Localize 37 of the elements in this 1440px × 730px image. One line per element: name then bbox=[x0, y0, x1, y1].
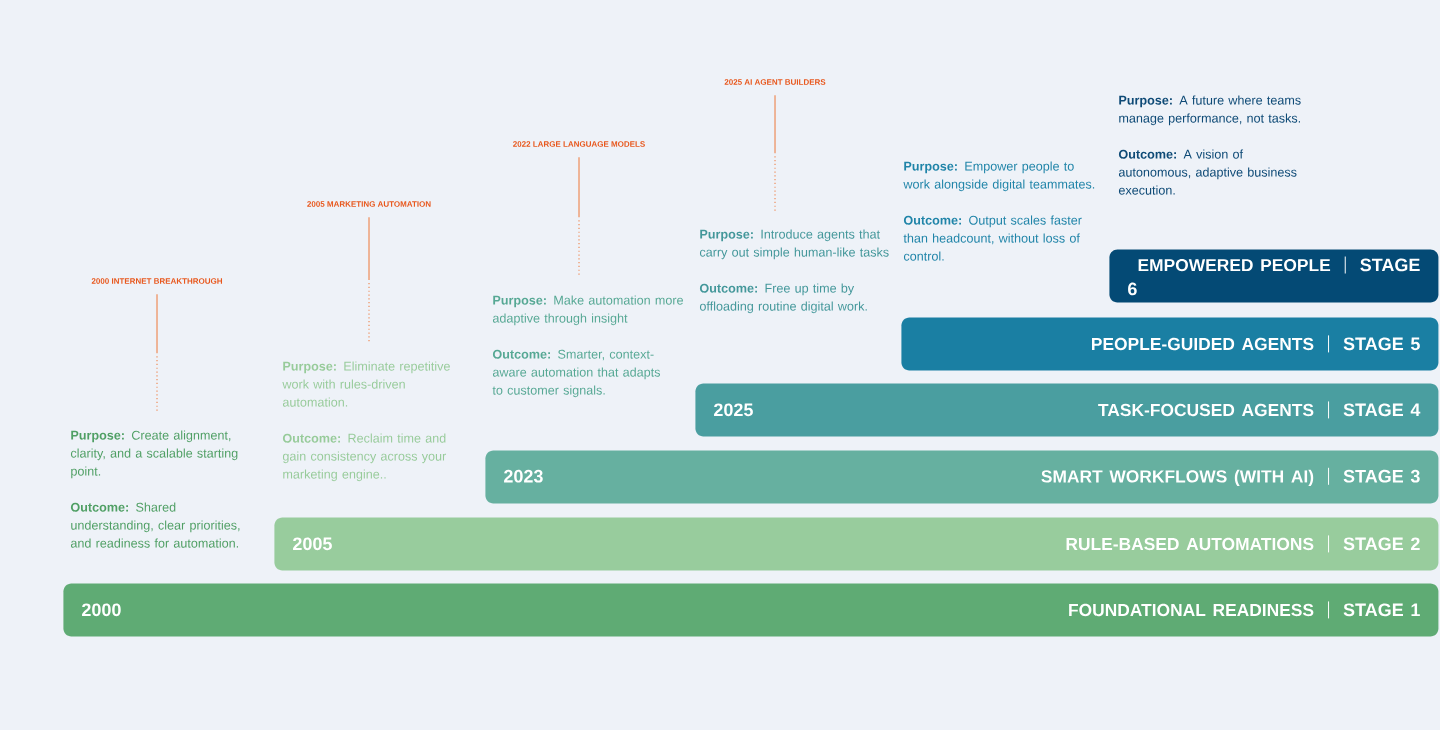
purpose-text: Purpose: Eliminate repetitive work with rules-driven automation. bbox=[282, 361, 450, 407]
purpose-text: Purpose: A future where teams manage performance, not tasks. bbox=[1119, 95, 1301, 126]
stage-name: SMART WORKFLOWS (WITH AI) bbox=[1041, 469, 1314, 486]
purpose-text: Purpose: Introduce agents that carry out simple human-like tasks bbox=[699, 229, 889, 260]
purpose-text: Purpose: Create alignment, clarity, and a scalable starting point. bbox=[70, 430, 238, 479]
stage-number: STAGE 3 bbox=[1343, 469, 1420, 483]
stage-number: STAGE 5 bbox=[1343, 337, 1420, 351]
outcome-text: Outcome: Smarter, context-aware automation that adapts to customer signals. bbox=[492, 349, 660, 398]
milestone-label: 2005 MARKETING AUTOMATION bbox=[307, 201, 431, 207]
stage-bar bbox=[901, 317, 1439, 371]
year-label: 2025 bbox=[714, 403, 753, 417]
stage-number: STAGE 1 bbox=[1343, 603, 1420, 617]
outcome-text: Outcome: Shared understanding, clear priorities, and readiness for automation. bbox=[70, 502, 240, 548]
stage-name: EMPOWERED PEOPLE bbox=[1138, 258, 1331, 272]
milestone-label: 2025 AI AGENT BUILDERS bbox=[724, 79, 826, 85]
purpose-text: Purpose: Make automation more adaptive through insight bbox=[492, 295, 683, 326]
milestone-label: 2022 LARGE LANGUAGE MODELS bbox=[513, 141, 645, 147]
stage-bar bbox=[485, 450, 1439, 504]
stage-bar bbox=[274, 517, 1439, 571]
stage-number: STAGE 2 bbox=[1343, 537, 1420, 551]
outcome-text: Outcome: Output scales faster than headcount, without loss of control. bbox=[903, 215, 1082, 261]
outcome-text: Outcome: Reclaim time and gain consistency across your marketing engine.. bbox=[282, 433, 447, 482]
stage-name: PEOPLE-GUIDED AGENTS bbox=[1092, 337, 1314, 351]
stage-number: STAGE 4 bbox=[1343, 403, 1421, 417]
year-label: 2000 bbox=[82, 603, 121, 617]
stage-name: FOUNDATIONAL READINESS bbox=[1069, 603, 1314, 617]
milestone-label: 2000 INTERNET BREAKTHROUGH bbox=[91, 278, 222, 284]
stage-bar bbox=[63, 583, 1439, 637]
outcome-text: Outcome: A vision of autonomous, adaptive business execution. bbox=[1118, 149, 1297, 195]
year-label: 2005 bbox=[293, 537, 332, 551]
stage-bar bbox=[1109, 249, 1439, 303]
outcome-text: Outcome: Free up time by offloading routine digital work. bbox=[699, 283, 867, 314]
stage-name: TASK-FOCUSED AGENTS bbox=[1098, 403, 1314, 417]
stage-name: RULE-BASED AUTOMATIONS bbox=[1066, 537, 1314, 551]
stage-bar bbox=[695, 383, 1439, 437]
purpose-text: Purpose: Empower people to work alongside digital teammates. bbox=[903, 161, 1095, 192]
year-label: 2023 bbox=[504, 469, 543, 483]
